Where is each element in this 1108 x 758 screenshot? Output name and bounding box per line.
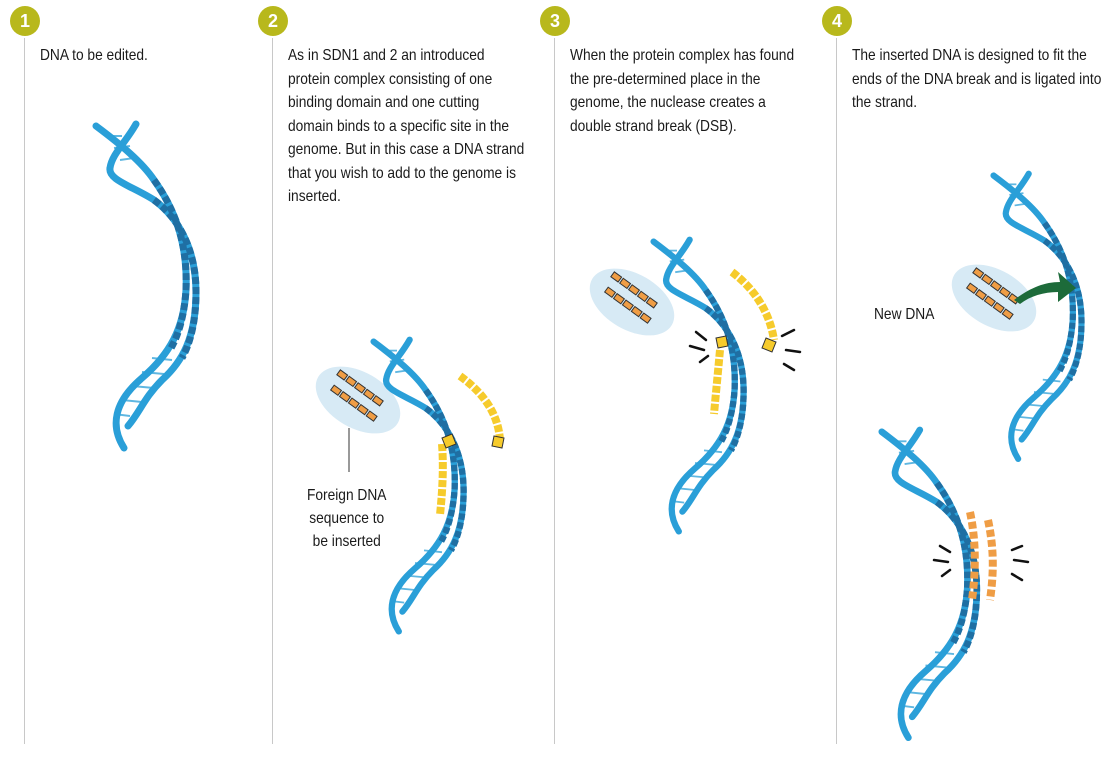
foreign-dna-piece bbox=[304, 353, 412, 447]
dna-helix bbox=[654, 240, 744, 532]
ligation-burst-left bbox=[934, 546, 950, 576]
break-burst-left bbox=[690, 332, 708, 362]
dna-helix bbox=[96, 124, 196, 448]
ligation-burst-right bbox=[1012, 546, 1028, 580]
protein-complex bbox=[440, 376, 504, 515]
dna-helix bbox=[374, 340, 464, 632]
break-burst-right bbox=[782, 330, 800, 370]
dna-helix bbox=[882, 430, 977, 738]
foreign-dna-piece bbox=[940, 251, 1048, 345]
ligated-insert bbox=[970, 512, 993, 600]
